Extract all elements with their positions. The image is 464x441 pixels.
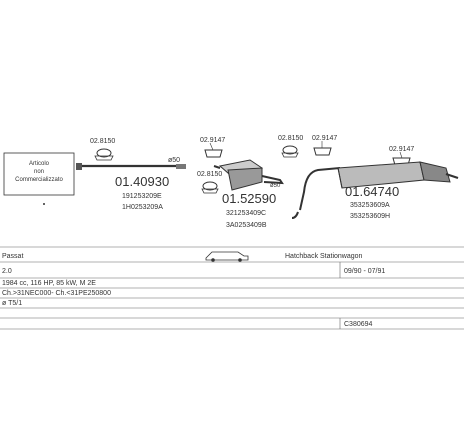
clamp-code: 02.8150 bbox=[278, 135, 303, 142]
part-code: 01.64740 bbox=[345, 184, 399, 199]
oem-ref: 3A0253409B bbox=[226, 222, 267, 229]
extra-note: ø T5/1 bbox=[2, 300, 22, 307]
svg-text:Articolo: Articolo bbox=[29, 161, 50, 167]
oem-ref: 321253409C bbox=[226, 210, 266, 217]
catalog-number: C380694 bbox=[344, 321, 373, 328]
clamp-icon bbox=[94, 148, 114, 161]
gasket-icon bbox=[313, 147, 332, 156]
clamp-code: 02.9147 bbox=[200, 137, 225, 144]
clamp-code: 02.9147 bbox=[389, 146, 414, 153]
clamp-icon bbox=[201, 181, 219, 194]
car-silhouette-icon bbox=[205, 251, 249, 262]
clamp-code: 02.8150 bbox=[90, 138, 115, 145]
clamp-code: 02.9147 bbox=[312, 135, 337, 142]
production-period: 09/90 - 07/91 bbox=[344, 268, 385, 275]
svg-text:Commercializzato: Commercializzato bbox=[15, 177, 63, 183]
oem-ref: 353253609H bbox=[350, 213, 390, 220]
middle-silencer-part: 02.9147 02.8150 ø50 01.52590 321253409C … bbox=[197, 137, 284, 229]
oem-ref: 353253609A bbox=[350, 202, 390, 209]
engine-size: 2.0 bbox=[2, 268, 12, 275]
diameter-label: ø50 bbox=[168, 157, 180, 164]
rear-silencer-part: 02.8150 02.9147 02.9147 01.64740 3532536… bbox=[278, 135, 459, 220]
svg-text:non: non bbox=[34, 169, 44, 175]
oem-ref: 1H0253209A bbox=[122, 204, 163, 211]
oem-ref: 191253209E bbox=[122, 193, 162, 200]
gasket-icon bbox=[204, 149, 223, 158]
clamp-icon bbox=[281, 145, 299, 158]
clamp-code: 02.8150 bbox=[197, 171, 222, 178]
vehicle-make: Passat bbox=[2, 253, 23, 260]
part-code: 01.40930 bbox=[115, 174, 169, 189]
silencer-icon bbox=[213, 159, 284, 191]
part-code: 01.52590 bbox=[222, 191, 276, 206]
vehicle-body: Hatchback Stationwagon bbox=[285, 253, 363, 260]
info-table bbox=[0, 246, 464, 330]
engine-detail: 1984 cc, 116 HP, 85 kW, M 2E bbox=[2, 280, 96, 287]
dot-marker bbox=[43, 203, 45, 205]
not-sold-notice: Articolo non Commercializzato bbox=[3, 152, 75, 196]
rear-silencer-icon bbox=[291, 161, 459, 219]
chassis-range: Ch.>31NEC000- Ch.<31PE250800 bbox=[2, 290, 111, 297]
diameter-label: ø50 bbox=[270, 183, 281, 189]
front-pipe-part: 02.8150 ø50 01.40930 191253209E 1H025320… bbox=[76, 138, 186, 211]
